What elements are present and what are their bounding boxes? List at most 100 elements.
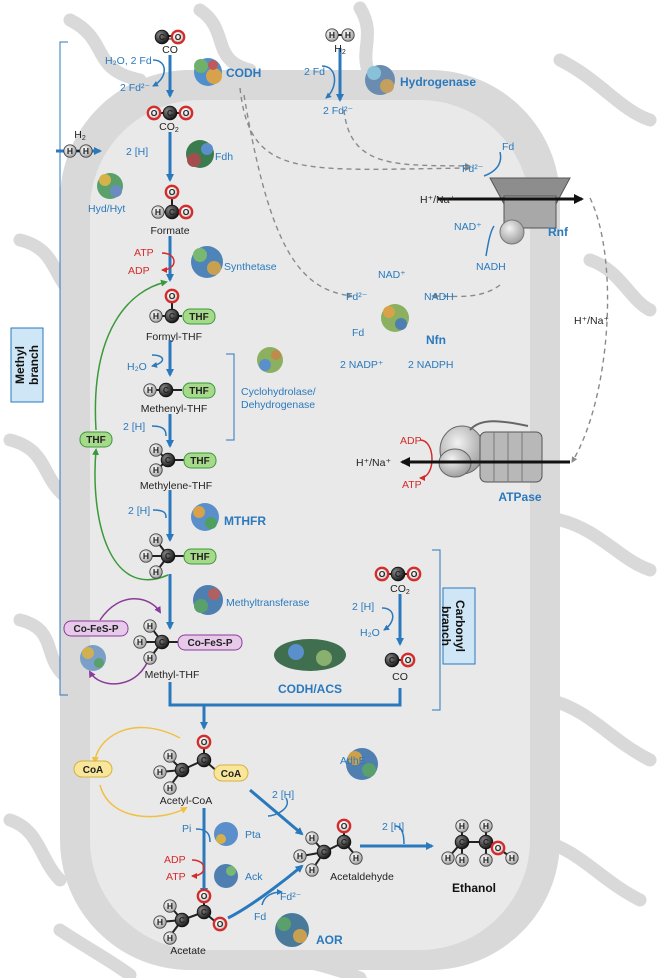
atom-hydrogen: H (459, 821, 465, 831)
atom-oxygen: O (379, 569, 386, 579)
molecule-co2 (146, 105, 194, 121)
svg-text:Fd: Fd (502, 141, 514, 153)
thf-methenyl-tag: THF (182, 382, 216, 399)
enzyme-adhe: AdhE (340, 755, 366, 767)
atom-hydrogen: H (83, 146, 89, 156)
svg-text:H⁺/Na⁺: H⁺/Na⁺ (574, 315, 609, 327)
atom-hydrogen: H (153, 465, 159, 475)
enzyme-ack: Ack (245, 871, 263, 883)
molecule-labels: CO H2 CO2 H2 Formate Formyl-THF Methenyl… (74, 43, 496, 957)
label-methenyl-thf: Methenyl-THF (141, 403, 208, 415)
mthfr-structure (191, 503, 219, 531)
coa-acetyl-tag: CoA (213, 764, 249, 782)
enzyme-mthfr: MTHFR (224, 514, 266, 528)
cofes-protein-structure (80, 645, 106, 671)
atom-carbon: C (169, 207, 175, 217)
atom-carbon: C (483, 837, 489, 847)
svg-text:Co-FeS-P: Co-FeS-P (74, 624, 119, 635)
molecule-methylene-thf (149, 443, 184, 477)
atom-hydrogen: H (483, 821, 489, 831)
cyclohydrolase-bracket (226, 353, 235, 441)
enzyme-aor: AOR (316, 933, 343, 947)
cofactor-labels: H₂O, 2 Fd 2 Fd²⁻ 2 Fd 2 Fd²⁻ 2 [H] ATP A… (105, 55, 609, 923)
svg-text:2 [H]: 2 [H] (126, 146, 148, 158)
label-methylene-thf: Methylene-THF (140, 480, 212, 492)
atom-hydrogen: H (167, 901, 173, 911)
thf-methylene-tag: THF (183, 452, 217, 469)
atom-hydrogen: H (329, 30, 335, 40)
svg-text:2 [H]: 2 [H] (382, 821, 404, 833)
coa-left-tag: CoA (73, 760, 113, 778)
enzyme-rnf: Rnf (548, 225, 569, 239)
atom-hydrogen: H (509, 853, 515, 863)
carbonyl-branch-label-2: branch (439, 606, 453, 646)
molecule-methyl-thf-intermediate (139, 533, 184, 579)
cofes-methyl-tag: Co-FeS-P (177, 634, 243, 651)
atom-carbon: C (165, 551, 171, 561)
atom-carbon: C (179, 915, 185, 925)
atom-carbon: C (395, 569, 401, 579)
atom-carbon: C (165, 455, 171, 465)
codh-structure (194, 58, 222, 86)
atom-hydrogen: H (153, 567, 159, 577)
svg-text:H₂O: H₂O (360, 627, 380, 639)
svg-text:H2: H2 (334, 43, 346, 56)
atom-hydrogen: H (459, 855, 465, 865)
label-h2-left: H (74, 129, 82, 141)
atom-hydrogen: H (157, 767, 163, 777)
adhe-structure (346, 748, 378, 780)
atom-oxygen: O (201, 891, 208, 901)
atom-hydrogen: H (147, 653, 153, 663)
svg-text:ADP: ADP (128, 265, 150, 277)
enzyme-fdh: Fdh (215, 151, 233, 163)
molecule-ethanol (441, 819, 519, 867)
svg-text:ATP: ATP (402, 479, 422, 491)
svg-text:THF: THF (189, 312, 208, 323)
svg-text:NAD⁺: NAD⁺ (454, 221, 482, 233)
molecule-formate (151, 184, 194, 220)
enzyme-atpase: ATPase (498, 490, 541, 504)
atom-hydrogen: H (167, 783, 173, 793)
svg-text:2 NADPH: 2 NADPH (408, 359, 454, 371)
atom-carbon: C (179, 765, 185, 775)
atom-oxygen: O (169, 291, 176, 301)
atom-hydrogen: H (345, 30, 351, 40)
svg-text:H₂O, 2 Fd: H₂O, 2 Fd (105, 55, 152, 67)
label-acetate: Acetate (170, 945, 206, 957)
atpase-complex (400, 420, 570, 483)
svg-text:Fd²⁻: Fd²⁻ (346, 291, 368, 303)
svg-text:2 Fd²⁻: 2 Fd²⁻ (323, 105, 354, 117)
thf-formyl-tag: THF (182, 308, 216, 325)
enzyme-labels: CODH Hydrogenase Fdh Hyd/Hyt Synthetase … (88, 66, 569, 947)
cofactor-side-arrows (151, 59, 433, 906)
atom-hydrogen: H (147, 621, 153, 631)
svg-text:CO2: CO2 (159, 121, 179, 134)
svg-text:THF: THF (190, 456, 209, 467)
atom-hydrogen: H (143, 551, 149, 561)
atom-hydrogen: H (137, 637, 143, 647)
svg-text:CoA: CoA (83, 765, 104, 776)
enzyme-hyd-hyt: Hyd/Hyt (88, 203, 125, 215)
molecule-acetate (153, 888, 228, 945)
molecule-acetaldehyde (293, 818, 363, 877)
svg-text:2 [H]: 2 [H] (123, 421, 145, 433)
molecule-formyl-thf (149, 288, 182, 324)
svg-text:H⁺/Na⁺: H⁺/Na⁺ (356, 457, 391, 469)
atom-oxygen: O (183, 108, 190, 118)
atom-carbon: C (169, 311, 175, 321)
hydrogenase-structure (365, 65, 395, 95)
atom-oxygen: O (341, 821, 348, 831)
atom-carbon: C (321, 847, 327, 857)
atom-hydrogen: H (309, 865, 315, 875)
svg-text:Fd: Fd (352, 327, 364, 339)
nfn-structure (381, 304, 409, 332)
atom-hydrogen: H (157, 917, 163, 927)
atom-carbon: C (341, 837, 347, 847)
atom-carbon: C (389, 655, 395, 665)
enzyme-cyclohydrolase-1: Cyclohydrolase/ (241, 386, 316, 398)
label-acetaldehyde: Acetaldehyde (330, 871, 394, 883)
carbonyl-branch-label-1: Carbonyl (453, 600, 467, 652)
codh-acs-structure (274, 639, 346, 671)
synthetase-structure (191, 246, 223, 278)
